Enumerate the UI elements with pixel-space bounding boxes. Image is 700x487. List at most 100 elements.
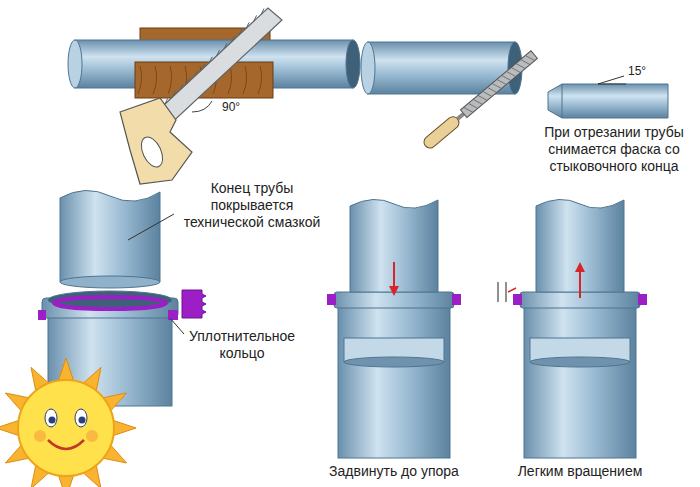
sealing-ring xyxy=(54,297,166,309)
file-hatch xyxy=(473,97,482,107)
seal-profile xyxy=(452,294,461,305)
angle-arc xyxy=(192,101,212,112)
pipe-end xyxy=(68,40,82,88)
saw-tooth xyxy=(165,98,168,104)
sun-cheek xyxy=(34,430,46,442)
saw-tooth xyxy=(224,43,227,49)
seal-sample xyxy=(182,290,206,318)
step-label: Задвинуть до упора xyxy=(314,463,474,480)
sun-eye xyxy=(45,409,57,427)
pipe-end-greased xyxy=(60,190,160,282)
angle-line xyxy=(598,76,626,84)
label-box: 15° xyxy=(628,64,672,78)
file-hatch xyxy=(497,77,506,87)
file-hatch xyxy=(483,89,492,99)
saw-tooth xyxy=(194,71,197,77)
seal-profile xyxy=(168,310,178,320)
seal-profile xyxy=(38,310,46,320)
saw-tooth xyxy=(261,9,264,15)
label-box: Задвинуть до упора xyxy=(314,463,474,480)
sun-cheek xyxy=(86,430,98,442)
saw-tooth xyxy=(254,15,257,21)
inner-pipe-rim xyxy=(530,357,630,367)
label-box: Уплотнительное кольцо xyxy=(172,328,312,362)
arrow-head xyxy=(389,286,399,296)
chamfer-edge xyxy=(562,84,563,118)
file-hatch xyxy=(487,85,496,95)
sun-disk xyxy=(18,380,114,476)
file-hatch xyxy=(502,73,511,83)
motion-arrow xyxy=(579,270,581,298)
label-box: При отрезании трубы снимается фаска со с… xyxy=(538,124,690,174)
angle-label: 15° xyxy=(628,64,672,78)
motion-arrow xyxy=(393,262,395,288)
saw-blade xyxy=(150,8,282,128)
saw-tooth xyxy=(239,29,242,35)
gap-mark xyxy=(498,282,506,302)
gap-mark-red xyxy=(508,288,516,292)
wood-grain xyxy=(243,66,247,94)
sun-pupil xyxy=(49,417,56,424)
sun-ray xyxy=(58,358,74,383)
label-box: 90° xyxy=(222,100,266,114)
socket-scene xyxy=(38,190,206,406)
wood-grain xyxy=(258,66,262,94)
saw-handle-hole xyxy=(137,134,167,171)
file-blade xyxy=(460,51,537,118)
file-hatch xyxy=(521,57,530,67)
note-text: При отрезании трубы снимается фаска со с… xyxy=(538,124,690,174)
label-box: Легким вращением xyxy=(500,463,660,480)
saw-tooth xyxy=(209,57,212,63)
pipe-assembly xyxy=(327,199,461,458)
saw-tooth xyxy=(217,50,220,56)
sun-ray xyxy=(111,420,136,436)
saw-tooth xyxy=(172,91,175,97)
seal-profile xyxy=(638,294,647,305)
leader-line xyxy=(128,214,174,240)
leader-line xyxy=(170,318,184,334)
file-handle xyxy=(422,114,462,150)
sun-logo xyxy=(0,358,136,487)
wood-grain xyxy=(168,66,172,94)
socket-body xyxy=(524,300,636,458)
file-hatch xyxy=(506,69,515,79)
saw-tooth xyxy=(202,64,205,70)
saw-tooth xyxy=(187,78,190,84)
part-label: Уплотнительное кольцо xyxy=(172,328,312,362)
step-label: Легким вращением xyxy=(500,463,660,480)
sun-smile xyxy=(48,440,84,449)
sun-pupil xyxy=(79,417,86,424)
wood-grain xyxy=(138,66,142,94)
callout-text: Конец трубы покрывается технической смаз… xyxy=(176,180,328,230)
file-tool xyxy=(422,50,538,150)
chamfered-pipe xyxy=(548,84,668,118)
saw-handle xyxy=(120,98,192,184)
saw-tooth xyxy=(180,84,183,90)
pipe-bottom xyxy=(60,276,160,288)
saw-tooth xyxy=(246,22,249,28)
file-hatch xyxy=(511,65,520,75)
file-hatch xyxy=(525,53,534,63)
file-hatch xyxy=(468,101,477,111)
pipe-opening xyxy=(346,40,360,88)
wood-grain xyxy=(153,66,157,94)
sun-eye xyxy=(75,409,87,427)
arrow-head xyxy=(575,262,585,272)
file-hatch xyxy=(464,105,473,115)
pipe-assembly xyxy=(498,199,647,458)
socket-body xyxy=(338,300,450,458)
socket-opening xyxy=(48,291,172,309)
inner-pipe-rim xyxy=(344,357,444,367)
label-box: Конец трубы покрывается технической смаз… xyxy=(176,180,328,230)
seal-profile xyxy=(513,294,522,305)
pipe-end xyxy=(361,42,375,94)
file-hatch xyxy=(516,61,525,71)
saw-tooth xyxy=(231,36,234,42)
upper-pipe xyxy=(350,199,438,292)
seal-profile xyxy=(327,294,336,305)
angle-label: 90° xyxy=(222,100,266,114)
file-hatch xyxy=(478,93,487,103)
